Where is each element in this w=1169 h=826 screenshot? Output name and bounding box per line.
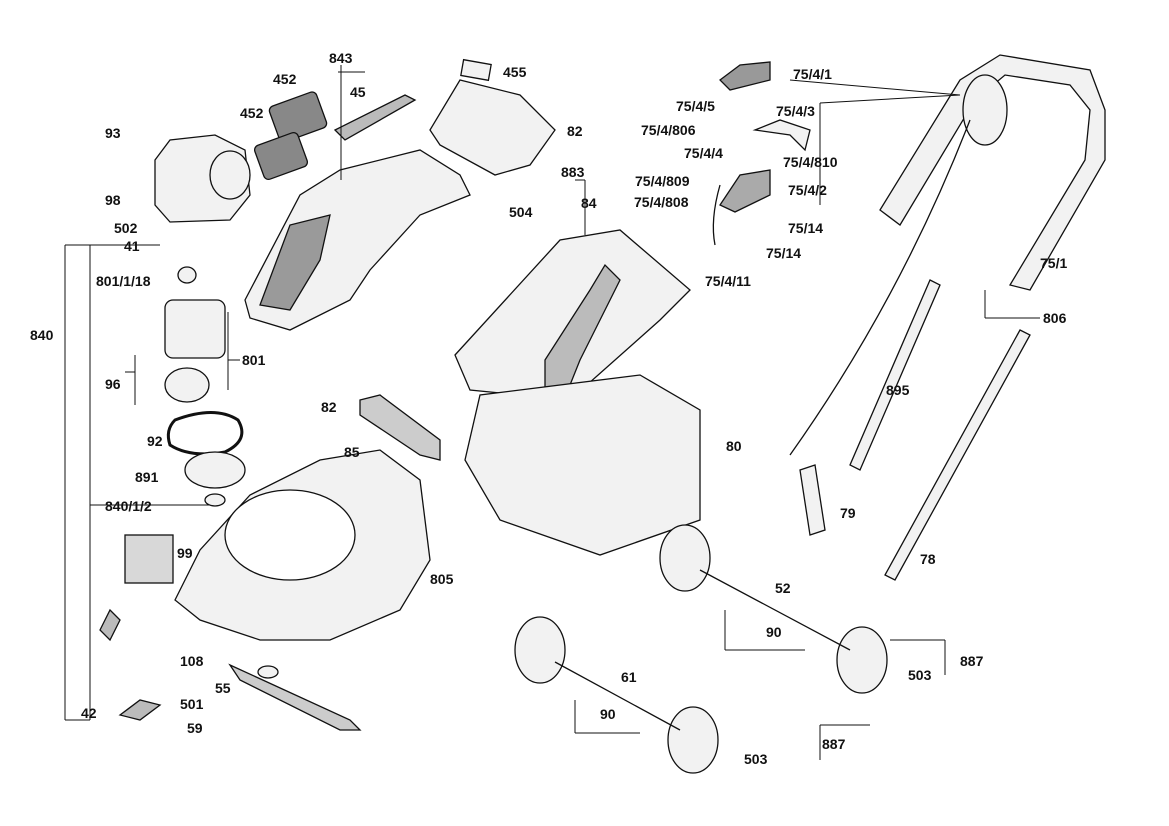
part-label: 75/14	[788, 220, 824, 236]
label-sticker-part	[460, 58, 492, 82]
part-label: 75/4/809	[635, 173, 690, 189]
part-label: 59	[187, 720, 203, 736]
part-label: 90	[600, 706, 616, 722]
part-label: 75/4/5	[676, 98, 715, 114]
part-label: 85	[344, 444, 360, 460]
part-label: 41	[124, 238, 140, 254]
wheel-part	[659, 524, 711, 592]
part-label: 75/4/1	[793, 66, 832, 82]
part-label: 75/4/3	[776, 103, 815, 119]
blade-part	[228, 663, 362, 731]
part-label: 42	[81, 705, 97, 721]
motor-bearing-part	[177, 266, 197, 284]
cover-cap-part	[209, 150, 251, 200]
wheel-part	[836, 626, 888, 694]
part-label: 801/1/18	[96, 273, 151, 289]
washer-part	[204, 493, 226, 507]
part-label: 79	[840, 505, 856, 521]
part-label: 503	[908, 667, 932, 683]
part-label: 98	[105, 192, 121, 208]
part-label: 883	[561, 164, 585, 180]
clip-part	[99, 608, 121, 642]
part-label: 895	[886, 382, 910, 398]
handle-cable-part	[789, 119, 971, 456]
part-label: 75/1	[1040, 255, 1068, 271]
part-label: 504	[509, 204, 533, 220]
logo-tag-part	[253, 131, 309, 181]
part-label: 501	[180, 696, 204, 712]
part-label: 84	[581, 195, 597, 211]
part-label: 90	[766, 624, 782, 640]
grass-box-part	[464, 374, 701, 556]
clip-part	[118, 699, 162, 721]
part-label: 45	[350, 84, 366, 100]
part-label: 840/1/2	[105, 498, 152, 514]
switch-lever-part	[752, 119, 811, 152]
part-label: 80	[726, 438, 742, 454]
belt-part	[166, 411, 244, 456]
part-label: 452	[273, 71, 297, 87]
part-label: 806	[1043, 310, 1067, 326]
part-label: 891	[135, 469, 159, 485]
part-label: 840	[30, 327, 54, 343]
switch-box-part	[719, 169, 771, 213]
logo-tag-part	[268, 91, 328, 143]
grill-part	[259, 214, 331, 311]
part-label: 108	[180, 653, 204, 669]
part-label: 75/4/2	[788, 182, 827, 198]
part-label: 843	[329, 50, 353, 66]
blade-hub-part	[257, 665, 279, 679]
axle-part	[554, 661, 681, 731]
part-label: 801	[242, 352, 266, 368]
part-label: 82	[321, 399, 337, 415]
handle-grip-knob-part	[962, 74, 1008, 146]
part-label: 99	[177, 545, 193, 561]
lower-handle-right-part	[884, 329, 1031, 581]
motor-part	[164, 299, 226, 359]
grass-box-lid-part	[454, 229, 691, 401]
part-label: 96	[105, 376, 121, 392]
part-label: 503	[744, 751, 768, 767]
wheel-part	[667, 706, 719, 774]
part-label: 52	[775, 580, 791, 596]
part-label: 61	[621, 669, 637, 685]
part-label: 75/14	[766, 245, 802, 261]
part-label: 75/4/11	[705, 273, 751, 289]
pulley-part	[184, 451, 246, 489]
part-label: 75/4/810	[783, 154, 838, 170]
lower-handle-left-part	[799, 464, 826, 536]
part-label: 887	[822, 736, 846, 752]
cable-part	[712, 184, 721, 246]
part-label: 502	[114, 220, 138, 236]
part-label: 82	[567, 123, 583, 139]
motor-fan-part	[164, 367, 210, 403]
part-label: 75/4/4	[684, 145, 723, 161]
part-label: 75/4/806	[641, 122, 696, 138]
part-label: 455	[503, 64, 527, 80]
middle-handle-part	[849, 279, 941, 471]
handle-grip-part	[333, 94, 417, 141]
control-panel-part	[429, 79, 556, 176]
part-label: 452	[240, 105, 264, 121]
flap-part	[359, 394, 441, 461]
part-label: 887	[960, 653, 984, 669]
wheel-part	[514, 616, 566, 684]
part-label: 78	[920, 551, 936, 567]
filter-part	[124, 534, 174, 584]
axle-part	[699, 569, 851, 651]
part-label: 75/4/808	[634, 194, 689, 210]
deck-opening-part	[224, 489, 356, 581]
switch-cover-part	[719, 61, 771, 91]
part-label: 805	[430, 571, 454, 587]
part-label: 93	[105, 125, 121, 141]
part-label: 55	[215, 680, 231, 696]
part-label: 92	[147, 433, 163, 449]
